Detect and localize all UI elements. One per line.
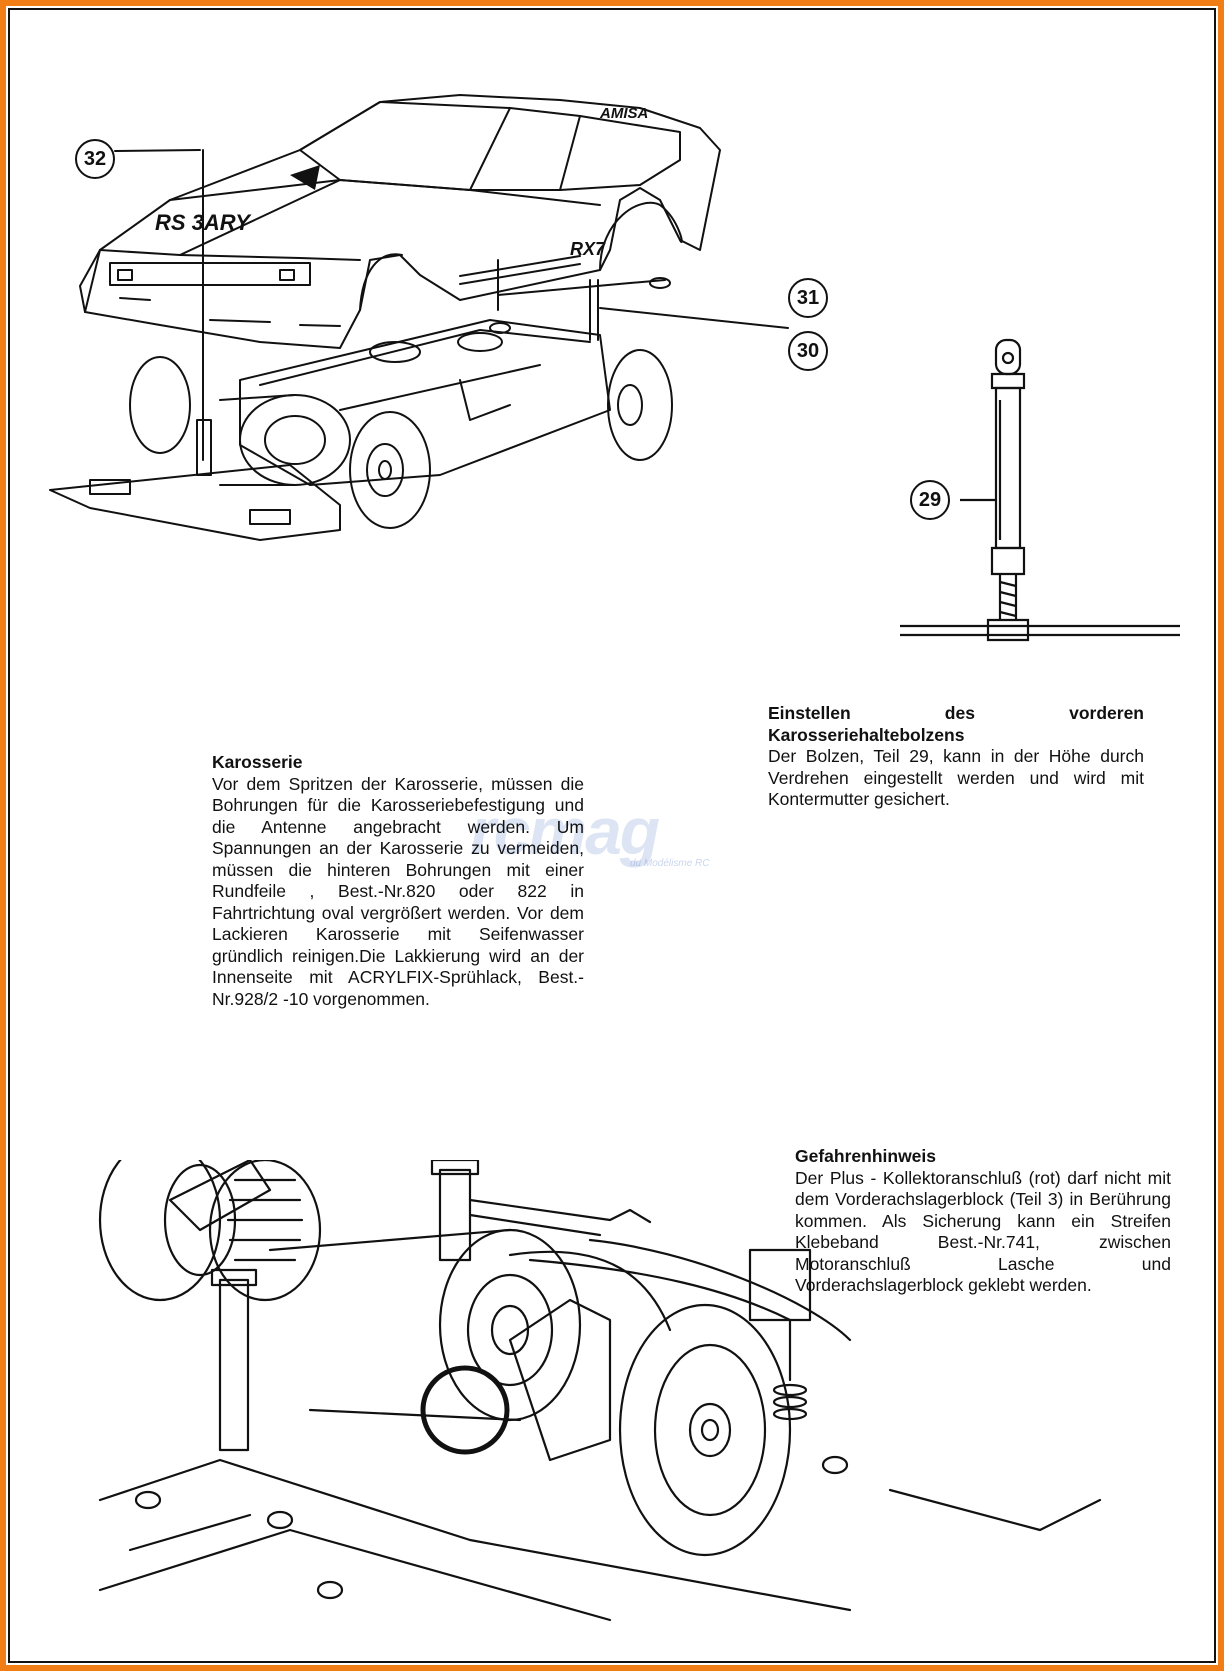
section-karosserie-body: Vor dem Spritzen der Karosserie, müssen … <box>212 773 584 1009</box>
section-gefahrenhinweis-heading: Gefahrenhinweis <box>795 1146 937 1166</box>
section-einstellen-heading: Einstellen des vorderen Karosseriehalteb… <box>768 703 1144 745</box>
callout-part-32: 32 <box>75 139 115 179</box>
car-decal-amisa: AMISA <box>599 105 648 122</box>
callout-part-30: 30 <box>788 331 828 371</box>
rcmag-watermark: rcmag du Modélisme RC <box>470 794 780 869</box>
car-decal-rs: RS 3ARY <box>155 210 252 235</box>
motor-axle-closeup-illustration <box>98 1160 1102 1622</box>
section-karosserie: Karosserie Vor dem Spritzen der Karosser… <box>212 752 584 1010</box>
car-decal-rx7: RX7 <box>570 239 606 259</box>
callout-part-31: 31 <box>788 278 828 318</box>
section-einstellen-body: Der Bolzen, Teil 29, kann in der Höhe du… <box>768 746 1144 809</box>
section-karosserie-heading: Karosserie <box>212 752 303 772</box>
section-gefahrenhinweis: Gefahrenhinweis Der Plus - Kollektoransc… <box>795 1146 1171 1297</box>
car-body-chassis-illustration: RS 3ARY RX7 AMISA <box>49 94 789 541</box>
warning-highlight-circle <box>420 1365 510 1455</box>
callout-part-29: 29 <box>910 480 950 520</box>
watermark-word: rcmag <box>470 794 660 868</box>
watermark-subtitle: du Modélisme RC <box>630 858 710 869</box>
section-einstellen: Einstellen des vorderen Karosseriehalteb… <box>768 703 1144 811</box>
front-body-bolt-illustration <box>900 338 1180 642</box>
section-gefahrenhinweis-body: Der Plus - Kollektoranschluß (rot) darf … <box>795 1167 1171 1296</box>
page-frame-inner <box>8 8 1216 1663</box>
